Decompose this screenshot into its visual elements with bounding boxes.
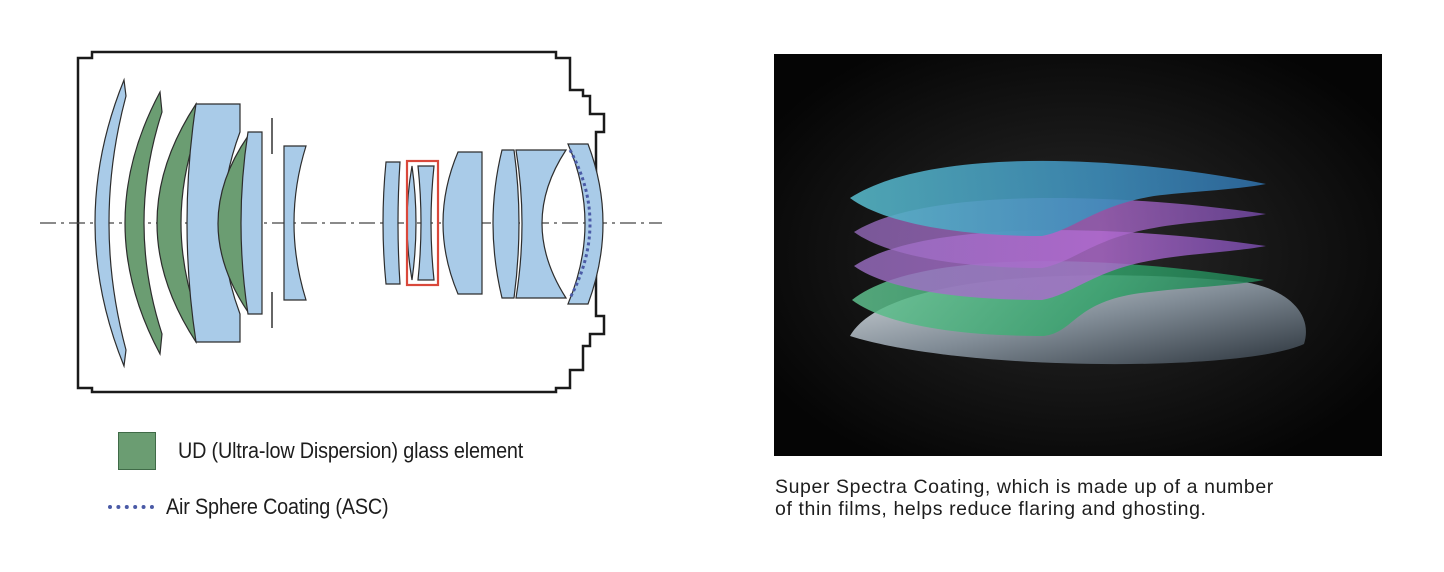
lens-element-8 xyxy=(382,161,401,285)
asc-coating-curve xyxy=(568,149,592,299)
ud-legend-label: UD (Ultra-low Dispersion) glass element xyxy=(178,438,524,463)
caption-line-2: of thin films, helps reduce flaring and … xyxy=(775,498,1207,520)
coating-caption: Super Spectra Coating, which is made up … xyxy=(775,476,1415,520)
lens-element-1 xyxy=(94,77,127,369)
lens-element-14 xyxy=(567,143,604,305)
lens-barrel-outline xyxy=(76,50,606,394)
asc-dotted-line-swatch xyxy=(108,505,154,509)
caption-line-1: Super Spectra Coating, which is made up … xyxy=(775,476,1274,498)
lens-element-9 xyxy=(406,165,417,281)
legend-asc-row: Air Sphere Coating (ASC) xyxy=(108,494,413,520)
legend-ud-row: UD (Ultra-low Dispersion) glass element xyxy=(118,432,561,470)
asc-legend-label: Air Sphere Coating (ASC) xyxy=(166,494,389,519)
highlight-box xyxy=(405,159,440,287)
coating-film-cyan xyxy=(850,160,1266,236)
ud-lens-element-2 xyxy=(124,89,163,357)
lens-element-13 xyxy=(515,149,568,299)
lens-element-7 xyxy=(283,145,307,301)
lens-element-11 xyxy=(442,151,483,295)
super-spectra-coating-image xyxy=(774,54,1382,456)
lens-element-12 xyxy=(492,149,520,299)
lens-cross-section-diagram xyxy=(40,50,662,394)
ud-glass-swatch xyxy=(118,432,156,470)
lens-element-6 xyxy=(240,131,263,315)
lens-element-10 xyxy=(417,165,435,281)
